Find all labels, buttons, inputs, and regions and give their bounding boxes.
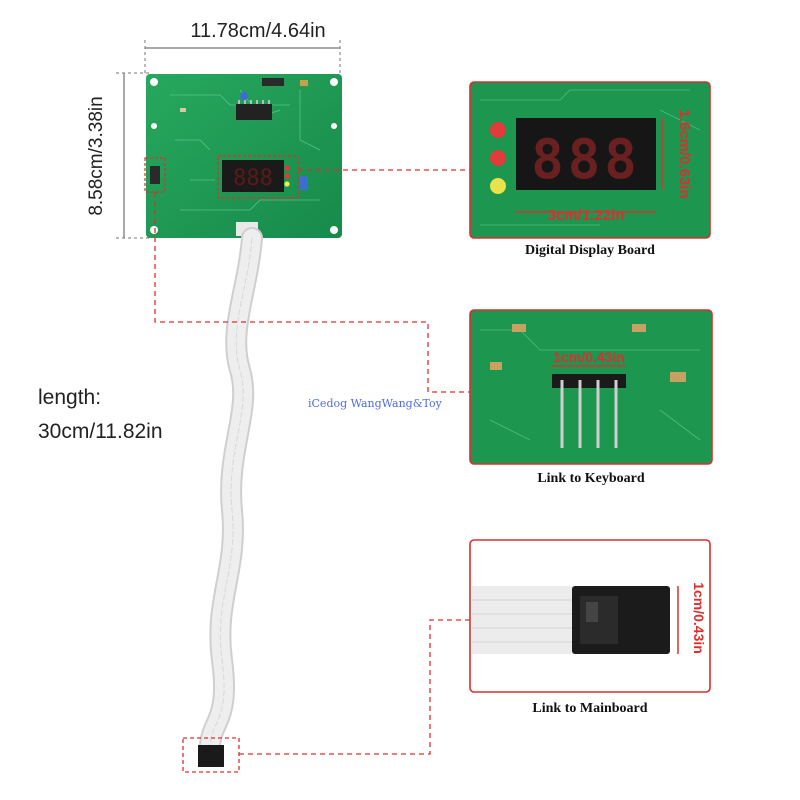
width-label: 11.78cm/4.64in bbox=[190, 20, 325, 42]
svg-text:1.6cm/0.63in: 1.6cm/0.63in bbox=[676, 109, 693, 198]
pin-header-icon bbox=[552, 374, 626, 448]
svg-text:888: 888 bbox=[531, 128, 641, 191]
svg-text:1cm/0.43in: 1cm/0.43in bbox=[553, 349, 625, 365]
inset-keyboard-link: 1cm/0.43in bbox=[469, 309, 713, 465]
height-dimension: 8.58cm/3.38in bbox=[86, 72, 150, 239]
length-label: length: bbox=[38, 386, 102, 409]
inset-digital-display-board: 888 3cm/1.22in 1.6cm/0.63in bbox=[469, 81, 711, 239]
svg-text:3cm/1.22in: 3cm/1.22in bbox=[548, 207, 625, 224]
seven-segment-display-icon bbox=[516, 118, 656, 190]
width-dimension: 11.78cm/4.64in bbox=[144, 20, 341, 74]
caption-link-to-keyboard: Link to Keyboard bbox=[537, 471, 645, 486]
ribbon-cable-icon bbox=[182, 227, 263, 773]
caption-digital-display-board: Digital Display Board bbox=[525, 243, 655, 258]
connector-icon bbox=[572, 586, 670, 654]
circuit-board-icon: 888 bbox=[144, 74, 342, 238]
svg-text:888: 888 bbox=[233, 166, 273, 191]
svg-text:1cm/0.43in: 1cm/0.43in bbox=[691, 582, 707, 654]
caption-link-to-mainboard: Link to Mainboard bbox=[532, 701, 648, 716]
watermark-text: iCedog WangWang&Toy bbox=[308, 397, 442, 410]
inset-mainboard-link: 1cm/0.43in bbox=[469, 539, 711, 693]
length-value: 30cm/11.82in bbox=[38, 420, 163, 443]
height-label: 8.58cm/3.38in bbox=[86, 96, 107, 215]
leader-lines bbox=[154, 169, 470, 755]
